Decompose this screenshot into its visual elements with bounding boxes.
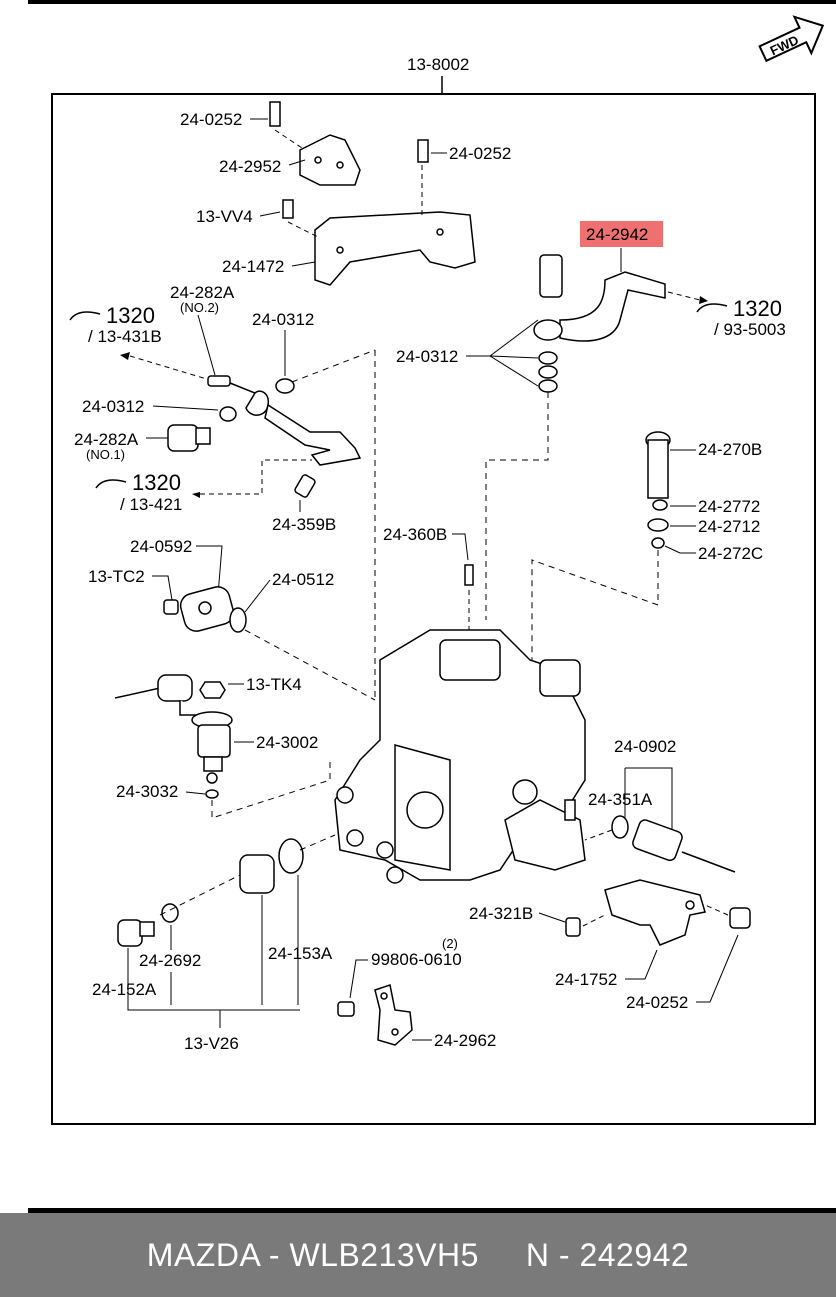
- diagram-frame: [51, 93, 816, 1125]
- ref-b-number[interactable]: 1320: [132, 470, 181, 495]
- assembly-code-label[interactable]: 13-8002: [407, 55, 469, 74]
- injection-pump-body: [334, 629, 586, 884]
- pipe-24-2942: [533, 254, 666, 342]
- label-24-3032[interactable]: 24-3032: [116, 782, 178, 801]
- label-24-1472[interactable]: 24-1472: [222, 257, 284, 276]
- label-24-2952[interactable]: 24-2952: [219, 157, 281, 176]
- label-24-3002[interactable]: 24-3002: [256, 733, 318, 752]
- label-24-272c[interactable]: 24-272C: [698, 544, 763, 563]
- sensor-24-0902: [611, 815, 736, 873]
- label-24-2772[interactable]: 24-2772: [698, 497, 760, 516]
- lever-24-2962: [337, 984, 413, 1046]
- label-99806-0610[interactable]: 99806-0610: [371, 950, 462, 969]
- label-24-360b[interactable]: 24-360B: [383, 525, 447, 544]
- label-qty2: (2): [442, 936, 458, 951]
- sensor-13-tk4: [114, 674, 226, 716]
- valve-24-270b: [645, 431, 671, 549]
- label-24-0252-bottom[interactable]: 24-0252: [626, 993, 688, 1012]
- fwd-label: FWD: [768, 32, 801, 58]
- label-24-351a[interactable]: 24-351A: [588, 790, 653, 809]
- pipe-24-282a: [207, 375, 362, 466]
- reference-b[interactable]: 1320 / 13-421: [95, 470, 182, 514]
- label-13-tk4[interactable]: 13-TK4: [246, 675, 302, 694]
- bracket-24-1472: [282, 139, 476, 286]
- screw-24-360b: [464, 564, 474, 586]
- label-no2: (NO.2): [180, 300, 219, 315]
- footer-rule: [28, 1208, 836, 1213]
- pointing-hand-icon-a: [69, 311, 101, 321]
- bolt-24-282a-no1: [167, 424, 211, 452]
- cover-plate-24-0592: [163, 586, 247, 633]
- parts-diagram: 13-8002 FWD 24-0252 24-2952 24-0252 13-V…: [28, 0, 836, 1125]
- ref-c-sub[interactable]: / 93-5003: [714, 320, 786, 339]
- footer-make-model: MAZDA - WLB213VH5: [146, 1236, 479, 1273]
- label-24-0252-upper[interactable]: 24-0252: [449, 144, 511, 163]
- bracket-24-1752: [565, 879, 751, 946]
- label-13-vv4[interactable]: 13-VV4: [196, 207, 253, 226]
- ref-a-number[interactable]: 1320: [106, 303, 155, 328]
- top-rule: [28, 0, 836, 4]
- footer-bar: MAZDA - WLB213VH5 N - 242942: [0, 1213, 836, 1297]
- bolt-24-359b: [294, 474, 316, 498]
- pointing-hand-icon-b: [95, 479, 127, 489]
- footer-part-number: N - 242942: [525, 1236, 690, 1273]
- plug-parts-13-v26: [117, 838, 304, 947]
- label-24-0312-left[interactable]: 24-0312: [82, 397, 144, 416]
- reference-c[interactable]: 1320 / 93-5003: [696, 296, 786, 339]
- label-24-0252-top[interactable]: 24-0252: [180, 110, 242, 129]
- label-24-0592[interactable]: 24-0592: [130, 537, 192, 556]
- fwd-arrow-icon: FWD: [758, 15, 825, 63]
- label-24-2692[interactable]: 24-2692: [139, 951, 201, 970]
- label-13-tc2[interactable]: 13-TC2: [88, 567, 145, 586]
- label-24-153a[interactable]: 24-153A: [268, 944, 333, 963]
- label-24-270b[interactable]: 24-270B: [698, 440, 762, 459]
- ref-c-number[interactable]: 1320: [733, 296, 782, 321]
- bracket-24-2952: [269, 101, 361, 186]
- label-24-152a[interactable]: 24-152A: [92, 980, 157, 999]
- label-no1: (NO.1): [86, 447, 125, 462]
- washers-24-0312-right: [538, 351, 558, 393]
- label-24-2962[interactable]: 24-2962: [434, 1031, 496, 1050]
- ref-b-sub[interactable]: / 13-421: [120, 495, 182, 514]
- label-24-0312-right[interactable]: 24-0312: [396, 347, 458, 366]
- label-24-0512[interactable]: 24-0512: [272, 570, 334, 589]
- label-24-1752[interactable]: 24-1752: [555, 970, 617, 989]
- label-24-0312-left-top[interactable]: 24-0312: [252, 310, 314, 329]
- label-13-v26[interactable]: 13-V26: [184, 1034, 239, 1053]
- label-24-282a-no1[interactable]: 24-282A: [74, 430, 139, 449]
- label-24-282a-no2[interactable]: 24-282A: [170, 283, 235, 302]
- label-24-0902[interactable]: 24-0902: [614, 737, 676, 756]
- reference-a[interactable]: 1320 / 13-431B: [69, 303, 162, 346]
- pointing-hand-icon: [696, 303, 728, 313]
- label-24-2712[interactable]: 24-2712: [698, 517, 760, 536]
- label-24-359b[interactable]: 24-359B: [272, 515, 336, 534]
- highlight-box: [580, 221, 663, 247]
- label-24-321b[interactable]: 24-321B: [469, 904, 533, 923]
- ref-a-sub[interactable]: / 13-431B: [88, 327, 162, 346]
- solenoid-24-3002: [191, 711, 233, 799]
- label-24-2942[interactable]: 24-2942: [586, 225, 648, 244]
